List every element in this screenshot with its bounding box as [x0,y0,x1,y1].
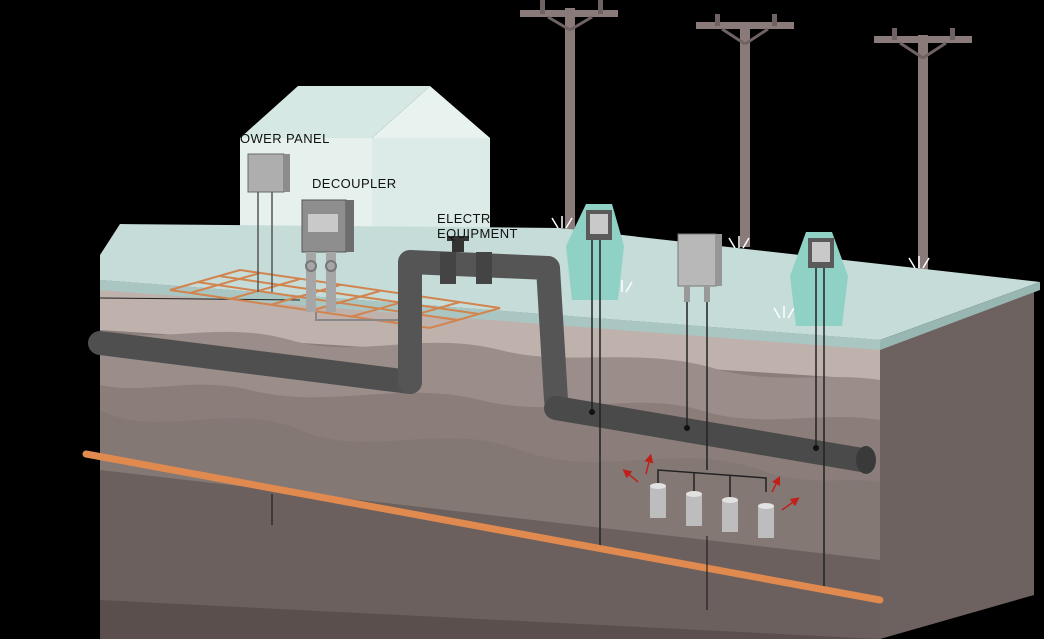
test-station-left [566,204,624,548]
decoupler [301,199,354,312]
utility-pole [874,28,972,270]
anode [758,503,774,538]
label-equipment-line2: EQUIPMENT [437,226,518,241]
label-equipment-line1: ELECTR [437,211,491,226]
bond-wire [315,312,405,321]
utility-pole [520,0,618,233]
pipeline [88,236,876,474]
anode [722,497,738,532]
anode-bed [622,453,800,538]
anode [686,491,702,526]
anode [650,483,666,518]
grass-tuft [551,216,930,319]
label-decoupler: DECOUPLER [312,176,397,191]
power-panel [247,153,290,292]
rectifier [677,233,722,470]
ground-cable [82,450,884,604]
test-station-right [790,232,848,590]
utility-pole [696,14,794,247]
label-power-panel: OWER PANEL [240,131,330,146]
current-arrow [622,453,800,511]
